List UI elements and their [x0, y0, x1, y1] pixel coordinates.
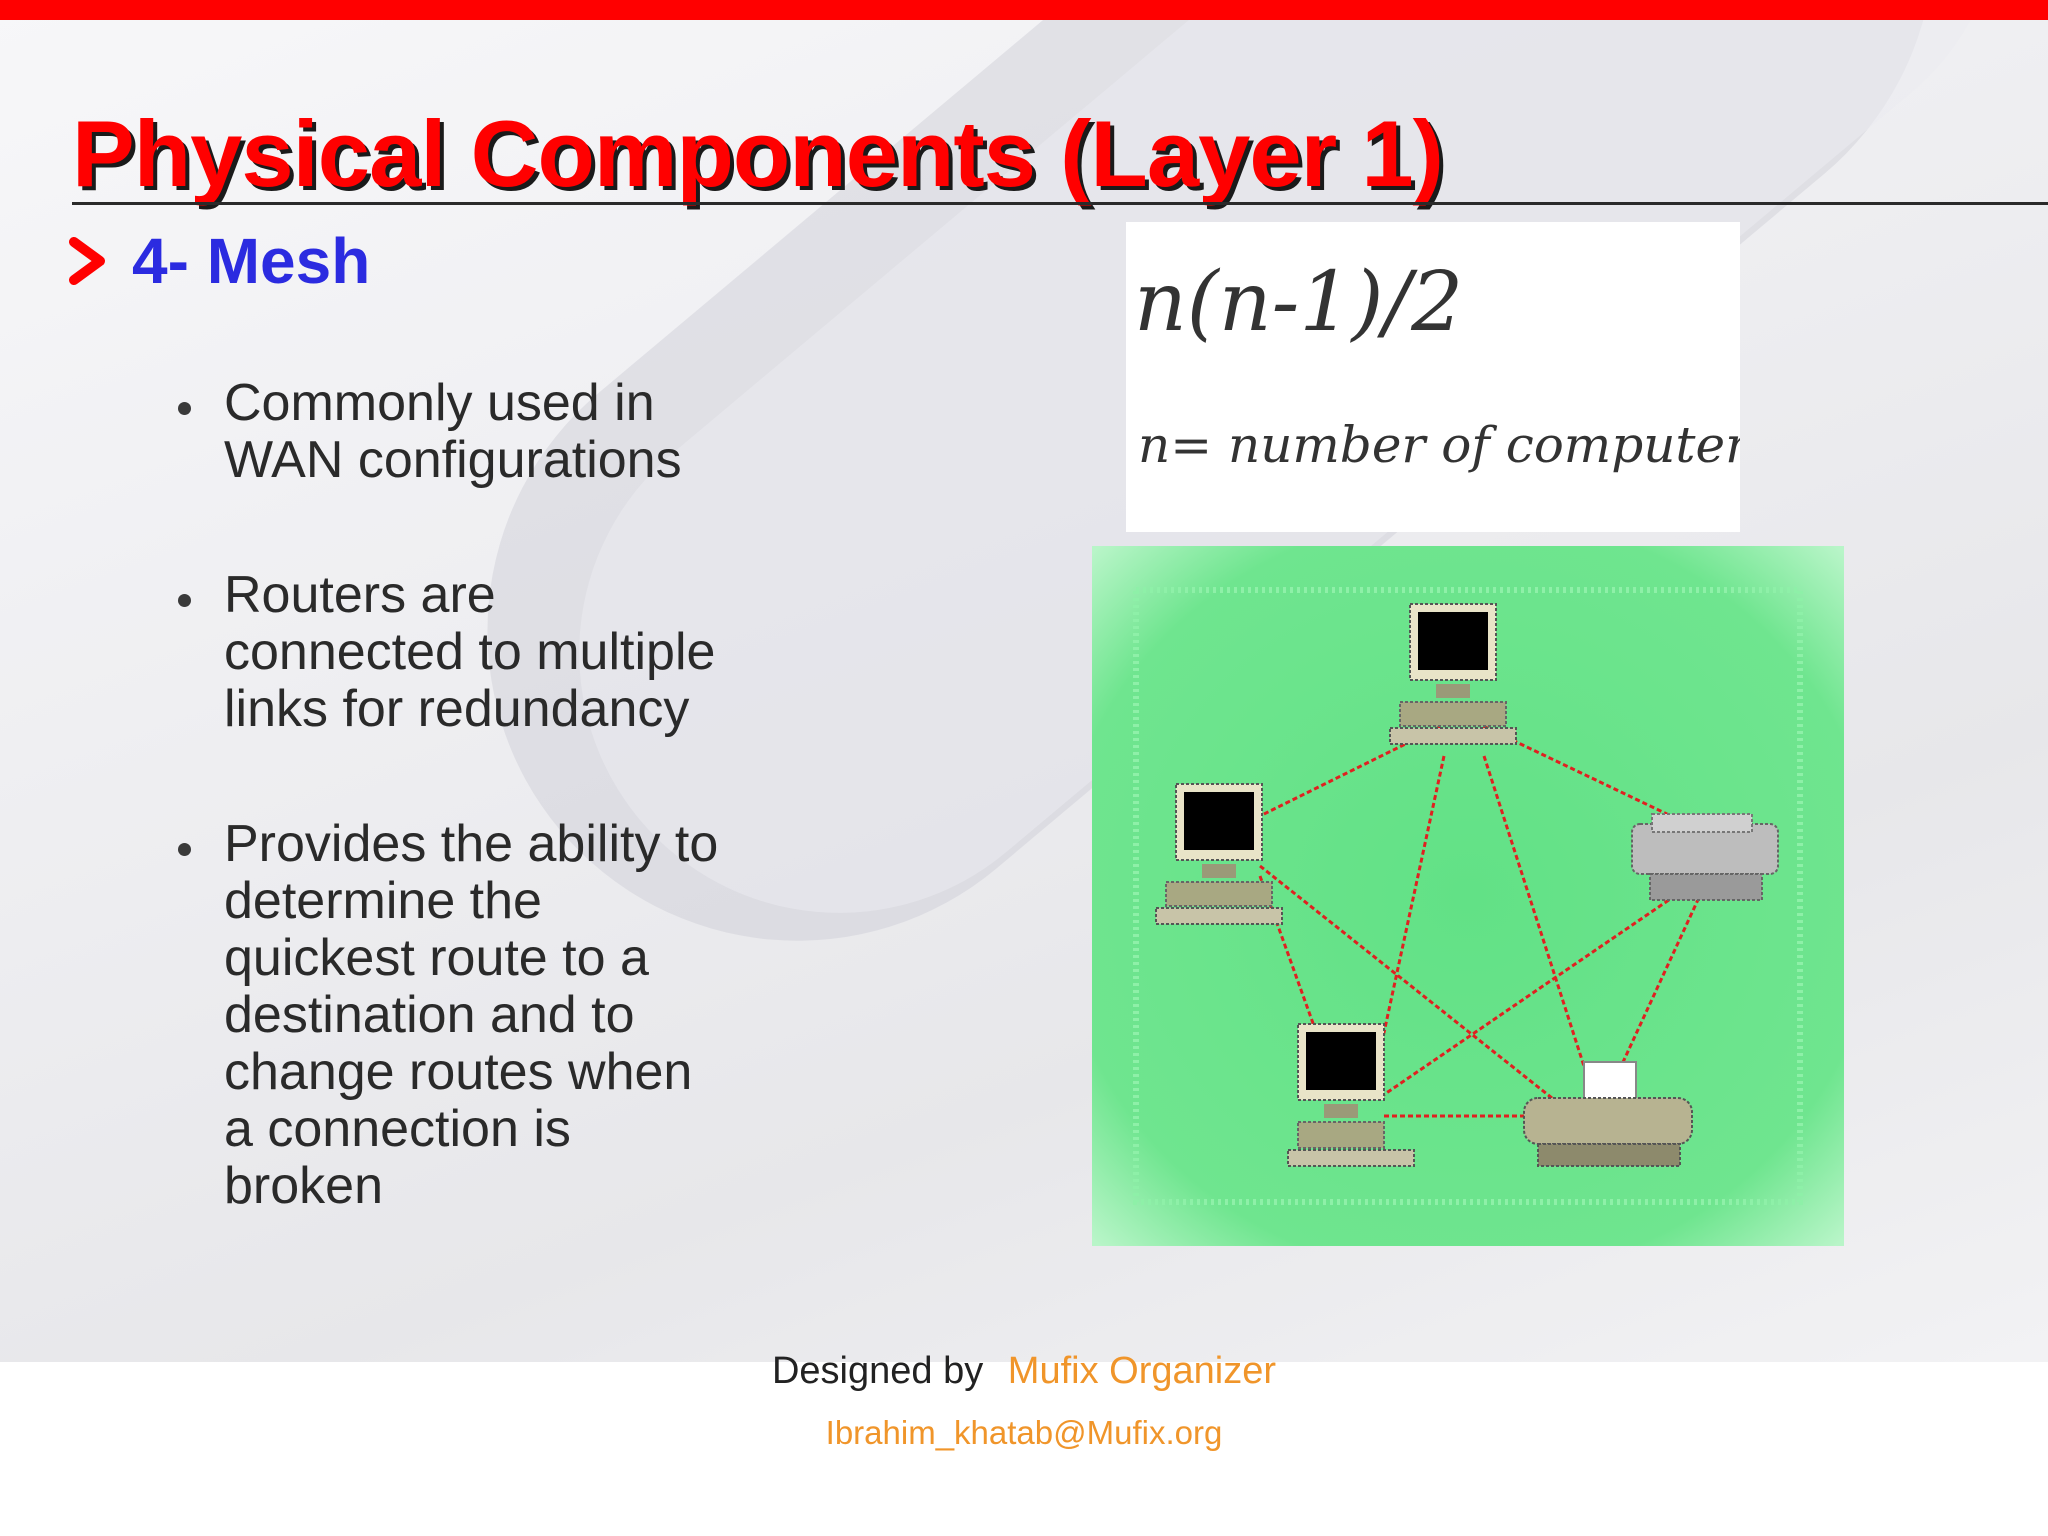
- bullet-line: destination and to: [224, 986, 635, 1044]
- bullet-line: determine the: [224, 872, 542, 930]
- mesh-topology-diagram: [1092, 546, 1844, 1246]
- bullet-item: Routers are connected to multiple links …: [170, 567, 820, 738]
- bullet-line: broken: [224, 1157, 383, 1215]
- bullet-list: Commonly used in WAN configurations Rout…: [170, 375, 820, 1293]
- computer-icon: [1389, 603, 1517, 745]
- contact-email: Ibrahim_khatab@Mufix.org: [825, 1414, 1223, 1451]
- bullet-icon: [178, 843, 191, 856]
- bullet-item: Commonly used in WAN configurations: [170, 375, 820, 489]
- formula-expression: n(n-1)/2: [1134, 255, 1463, 350]
- bullet-line: quickest route to a: [224, 929, 649, 987]
- link: [1482, 755, 1594, 1092]
- link: [1259, 714, 1463, 818]
- section-heading: 4- Mesh: [132, 225, 371, 297]
- printer-icon: [1631, 813, 1779, 901]
- organizer-name: Mufix Organizer: [1007, 1350, 1276, 1392]
- link: [1259, 864, 1563, 1108]
- title-underline: [72, 202, 2048, 205]
- bullet-item: Provides the ability to determine the qu…: [170, 816, 820, 1215]
- bullet-line: Commonly used in: [224, 374, 655, 432]
- credit-line: Designed by Mufix Organizer: [0, 1350, 2048, 1393]
- diagram-inner-frame: [1133, 587, 1803, 1205]
- bullet-icon: [178, 402, 191, 415]
- chevron-right-icon: [69, 237, 105, 285]
- computer-icon: [1287, 1023, 1415, 1167]
- bullet-line: Provides the ability to: [224, 815, 719, 873]
- bullet-line: connected to multiple: [224, 623, 716, 681]
- footer: [0, 1362, 2048, 1536]
- slide-title: Physical Components (Layer 1): [72, 101, 1444, 206]
- bullet-line: WAN configurations: [224, 431, 682, 489]
- link: [1378, 755, 1446, 1052]
- bullet-icon: [178, 594, 191, 607]
- bullet-line: Routers are: [224, 566, 496, 624]
- link: [1381, 889, 1683, 1098]
- top-accent-bar: [0, 0, 2048, 20]
- designed-by-label: Designed by: [771, 1350, 984, 1392]
- bullet-line: a connection is: [224, 1100, 571, 1158]
- computer-icon: [1155, 783, 1283, 925]
- bullet-line: links for redundancy: [224, 680, 690, 738]
- formula-note: n(n-1)/2 n= number of computers: [1126, 222, 1775, 532]
- bullet-line: change routes when: [224, 1043, 693, 1101]
- printer-icon: [1523, 1061, 1693, 1167]
- formula-handwriting: n(n-1)/2 n= number of computers: [1134, 255, 1775, 474]
- formula-legend: n= number of computers: [1138, 416, 1740, 474]
- link: [1610, 890, 1704, 1087]
